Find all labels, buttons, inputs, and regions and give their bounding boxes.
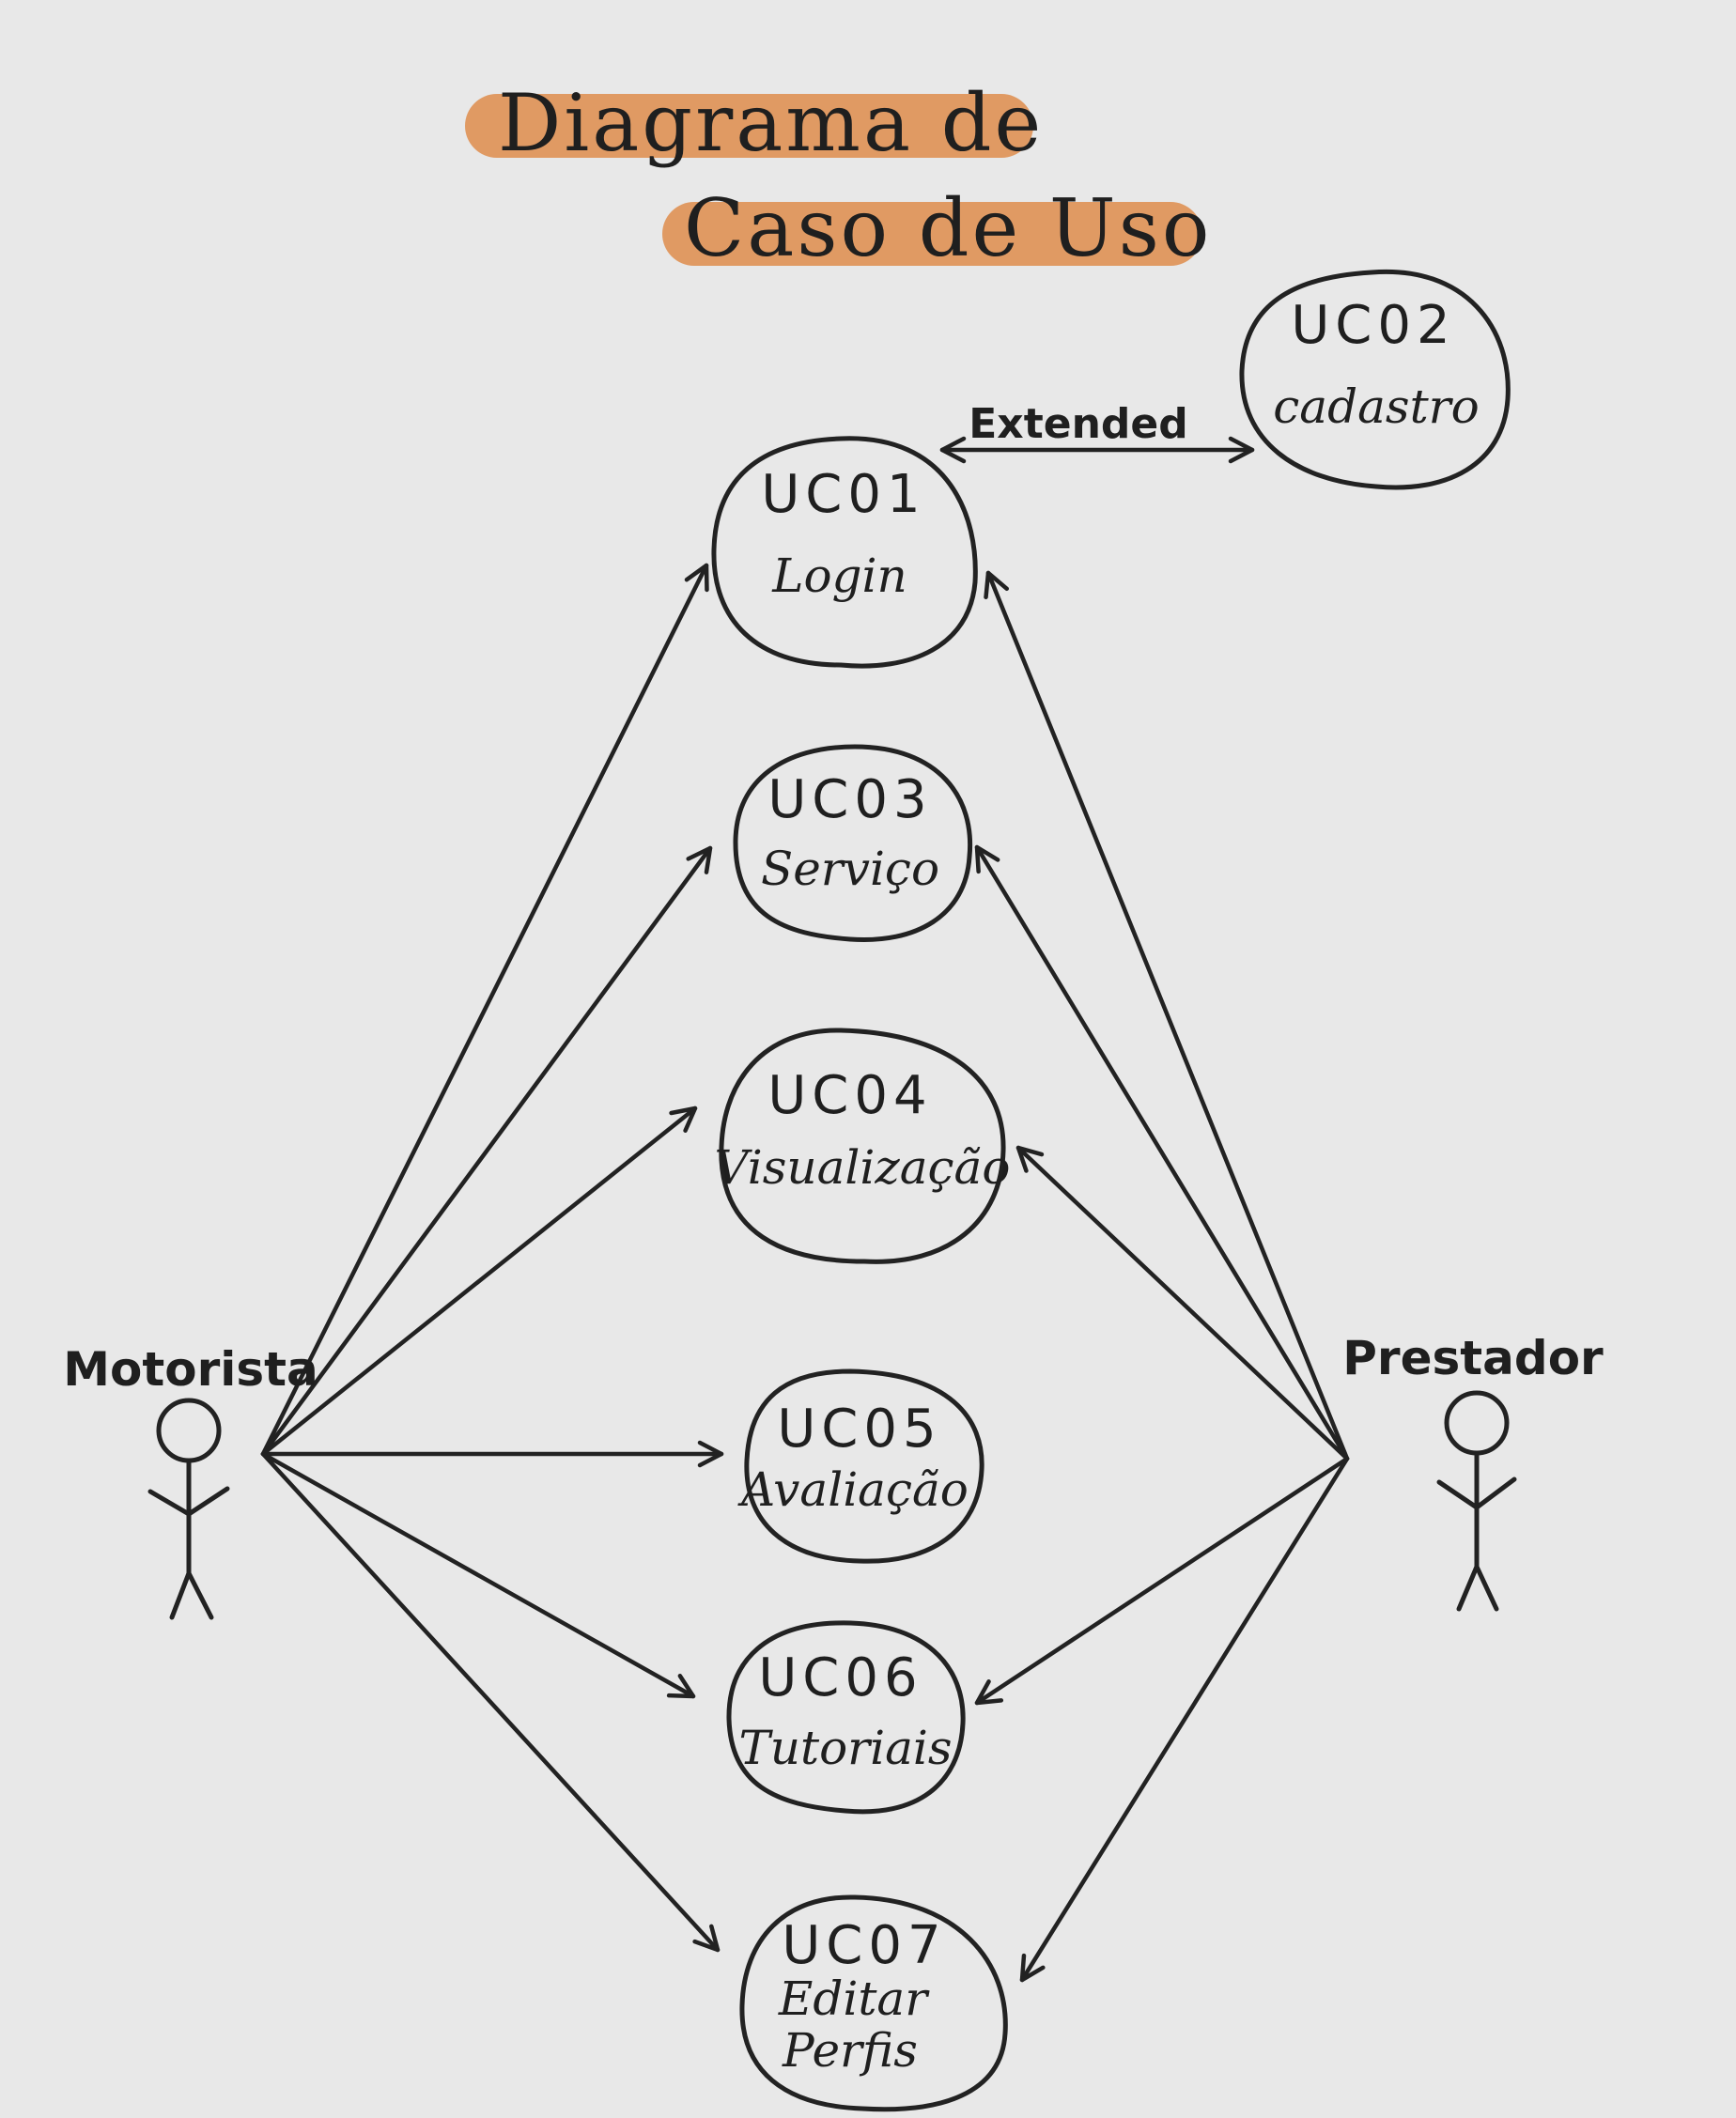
use-case-uc04[interactable]: UC04 Visualização bbox=[715, 1028, 1011, 1264]
use-case-name: Tutoriais bbox=[738, 1721, 952, 1775]
use-case-name: cadastro bbox=[1273, 379, 1479, 434]
actor-label: Prestador bbox=[1342, 1331, 1604, 1385]
use-case-ellipse bbox=[1239, 269, 1511, 490]
title-line-2: Caso de Uso bbox=[684, 182, 1212, 274]
use-case-id: UC01 bbox=[761, 464, 925, 525]
use-case-name: Serviço bbox=[761, 842, 939, 896]
assoc-motorista-uc01 bbox=[260, 563, 709, 1457]
diagram-title: Diagrama de Caso de Uso bbox=[465, 77, 1212, 274]
use-case-uc01[interactable]: UC01 Login bbox=[711, 436, 978, 669]
use-case-id: UC07 bbox=[782, 1915, 946, 1976]
associations bbox=[260, 563, 1350, 1983]
use-case-uc03[interactable]: UC03 Serviço bbox=[733, 744, 973, 943]
use-case-uc07[interactable]: UC07 Editar Perfis bbox=[739, 1894, 1008, 2112]
use-case-ellipse bbox=[733, 744, 973, 943]
use-case-ellipse bbox=[744, 1368, 984, 1564]
assoc-prestador-uc04 bbox=[1015, 1145, 1350, 1461]
use-case-id: UC06 bbox=[758, 1647, 922, 1708]
use-case-name: Avaliação bbox=[737, 1462, 969, 1517]
title-line-1: Diagrama de bbox=[498, 77, 1044, 169]
use-case-uc02[interactable]: UC02 cadastro bbox=[1239, 269, 1511, 490]
title-highlight-1 bbox=[465, 94, 1033, 158]
use-case-name: Login bbox=[771, 549, 907, 603]
use-case-ellipse bbox=[739, 1894, 1008, 2112]
use-case-ellipse bbox=[719, 1028, 1006, 1264]
use-case-id: UC02 bbox=[1291, 295, 1455, 356]
actor-prestador[interactable]: Prestador bbox=[1342, 1331, 1604, 1612]
extend-label: Extended bbox=[969, 400, 1187, 448]
extend-relation: Extended bbox=[939, 400, 1255, 464]
assoc-motorista-uc07 bbox=[260, 1451, 721, 1953]
actor-label: Motorista bbox=[63, 1342, 318, 1397]
use-case-ellipse bbox=[711, 436, 978, 669]
use-case-id: UC05 bbox=[777, 1399, 941, 1460]
assoc-motorista-uc06 bbox=[260, 1451, 696, 1699]
title-highlight-2 bbox=[662, 202, 1202, 266]
assoc-motorista-uc03 bbox=[260, 845, 713, 1457]
stick-figure-icon bbox=[1436, 1390, 1517, 1612]
use-case-name-line-2: Perfis bbox=[782, 2023, 918, 2078]
assoc-prestador-uc01 bbox=[984, 570, 1350, 1461]
assoc-motorista-uc04 bbox=[260, 1105, 698, 1457]
use-case-uc06[interactable]: UC06 Tutoriais bbox=[726, 1620, 966, 1815]
use-case-name-line-1: Editar bbox=[778, 1971, 930, 2026]
assoc-prestador-uc06 bbox=[974, 1456, 1350, 1706]
use-case-name: Visualização bbox=[715, 1140, 1011, 1195]
stick-figure-icon bbox=[147, 1398, 230, 1620]
use-case-ellipse bbox=[726, 1620, 966, 1815]
actor-motorista[interactable]: Motorista bbox=[63, 1342, 318, 1620]
assoc-prestador-uc03 bbox=[974, 844, 1350, 1461]
use-case-id: UC03 bbox=[767, 769, 932, 830]
use-case-uc05[interactable]: UC05 Avaliação bbox=[737, 1368, 984, 1564]
use-case-id: UC04 bbox=[767, 1065, 932, 1126]
assoc-prestador-uc07 bbox=[1019, 1456, 1350, 1983]
